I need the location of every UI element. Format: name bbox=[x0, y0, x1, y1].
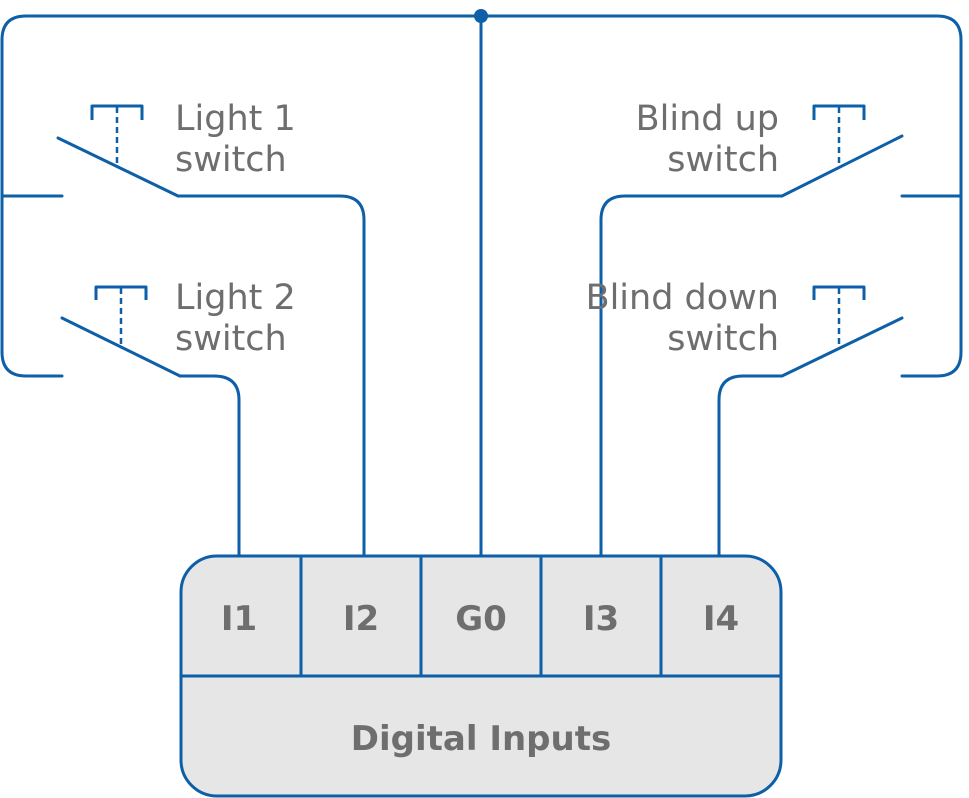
blind-down-to-i4-wire bbox=[717, 374, 784, 558]
blind-up-switch-blade bbox=[780, 134, 904, 198]
blind-down-switch bbox=[780, 285, 904, 378]
digital-inputs-block: I1 I2 G0 I3 I4 Digital Inputs bbox=[179, 554, 783, 798]
terminal-i3-label: I3 bbox=[583, 599, 619, 639]
blind-up-label-line1: Blind up bbox=[636, 99, 779, 139]
blind-down-switch-blade bbox=[780, 316, 904, 378]
digital-inputs-block-outline bbox=[179, 554, 783, 798]
light2-switch bbox=[60, 285, 182, 378]
light1-to-i2-wire bbox=[176, 194, 366, 558]
light2-switch-actuator bbox=[94, 285, 148, 300]
blind-up-switch bbox=[780, 104, 904, 198]
terminal-i2-label: I2 bbox=[343, 599, 379, 639]
light1-label-line2: switch bbox=[175, 140, 287, 180]
light1-switch-actuator bbox=[90, 104, 144, 120]
light2-label-line1: Light 2 bbox=[175, 278, 296, 318]
terminal-g0-label: G0 bbox=[455, 599, 507, 639]
terminal-i4-label: I4 bbox=[703, 599, 739, 639]
common-bus-left-branch-wire bbox=[0, 194, 64, 378]
blind-down-switch-actuator bbox=[812, 285, 866, 300]
blind-down-label-line1: Blind down bbox=[586, 278, 779, 318]
blind-up-switch-actuator bbox=[812, 104, 866, 120]
light1-switch-blade bbox=[56, 136, 180, 198]
light2-to-i1-wire bbox=[178, 374, 241, 558]
terminal-i1-label: I1 bbox=[221, 599, 257, 639]
blind-up-to-i3-wire bbox=[599, 194, 784, 558]
blind-up-label-line2: switch bbox=[667, 140, 779, 180]
blind-down-label-line2: switch bbox=[667, 319, 779, 359]
light2-label-line2: switch bbox=[175, 319, 287, 359]
light2-switch-blade bbox=[60, 316, 182, 378]
light1-switch bbox=[56, 104, 180, 198]
digital-inputs-label: Digital Inputs bbox=[351, 719, 611, 759]
light1-label-line1: Light 1 bbox=[175, 99, 296, 139]
common-bus-right-branch-wire bbox=[900, 194, 963, 378]
